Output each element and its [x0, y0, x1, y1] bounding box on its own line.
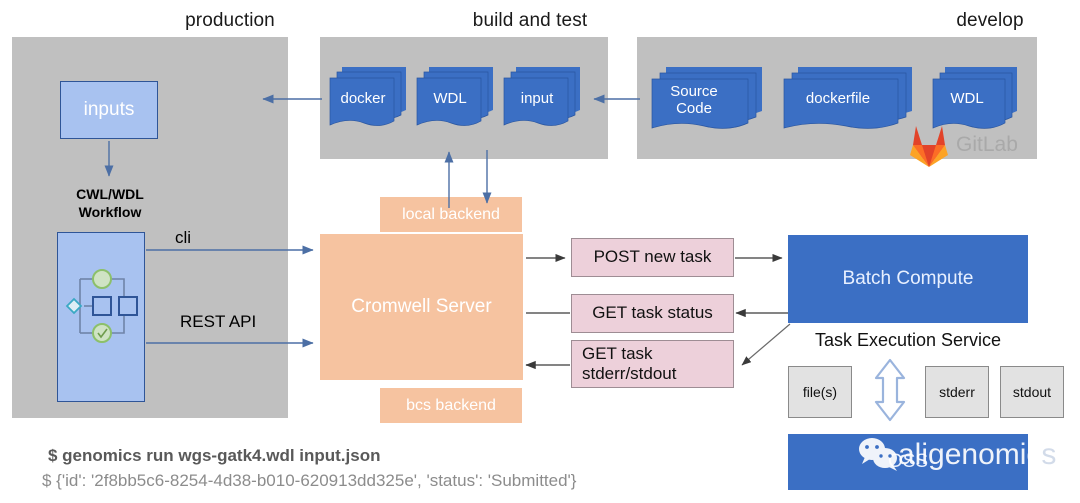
doc-stack-source-code[interactable]: Source Code — [648, 63, 766, 137]
get-task-status-box[interactable]: GET task status — [571, 294, 734, 333]
zone-title-develop: develop — [956, 10, 1024, 31]
edge-label-rest-api: REST API — [180, 312, 257, 331]
doc-stack-input[interactable]: input — [500, 63, 584, 135]
api-box-line2: stderr/stdout — [582, 364, 677, 383]
terminal-line-2: $ {'id': '2f8bb5c6-8254-4d38-b010-620913… — [42, 471, 577, 490]
oss-box[interactable]: OSS — [788, 434, 1028, 490]
gitlab-label: GitLab — [956, 133, 1018, 156]
artifact-box-files[interactable]: file(s) — [788, 366, 852, 418]
bcs-backend-box[interactable]: bcs backend — [380, 388, 522, 423]
batch-compute-box[interactable]: Batch Compute — [788, 235, 1028, 323]
workflow-box[interactable] — [57, 232, 145, 402]
api-box-text: GET task stderr/stdout — [582, 344, 677, 385]
wechat-icon — [859, 438, 897, 471]
artifact-box-stderr[interactable]: stderr — [925, 366, 989, 418]
get-task-stderr-stdout-box[interactable]: GET task stderr/stdout — [571, 340, 734, 388]
gitlab-fox-icon — [908, 124, 950, 168]
edge-label-cli: cli — [175, 228, 192, 247]
arrow-batch-to-stderr-stdout — [741, 323, 791, 366]
cwl-wdl-workflow-label: CWL/WDL Workflow — [35, 186, 185, 221]
watermark-text: aligenomic — [898, 438, 1042, 471]
local-backend-box[interactable]: local backend — [380, 197, 522, 232]
watermark-text-tail: s — [1041, 438, 1057, 471]
api-box-line1: GET task — [582, 343, 653, 363]
double-arrow-vertical-icon — [870, 358, 910, 422]
post-new-task-box[interactable]: POST new task — [571, 238, 734, 277]
workflow-graph-icon — [65, 269, 138, 343]
cwl-wdl-line1: CWL/WDL — [76, 186, 144, 202]
cromwell-server-box[interactable]: Cromwell Server — [320, 234, 523, 380]
doc-stack-dockerfile[interactable]: dockerfile — [780, 63, 916, 137]
artifact-box-stdout[interactable]: stdout — [1000, 366, 1064, 418]
doc-stack-docker[interactable]: docker — [326, 63, 410, 135]
inputs-box[interactable]: inputs — [60, 81, 158, 139]
cwl-wdl-line2: Workflow — [78, 203, 142, 220]
oss-label: OSS — [887, 451, 929, 472]
zone-title-production: production — [185, 10, 275, 31]
task-execution-service-label: Task Execution Service — [814, 330, 1002, 350]
terminal-line-1: $ genomics run wgs-gatk4.wdl input.json — [48, 446, 381, 465]
doc-stack-wdl[interactable]: WDL — [413, 63, 497, 135]
zone-title-build-and-test: build and test — [472, 10, 588, 31]
